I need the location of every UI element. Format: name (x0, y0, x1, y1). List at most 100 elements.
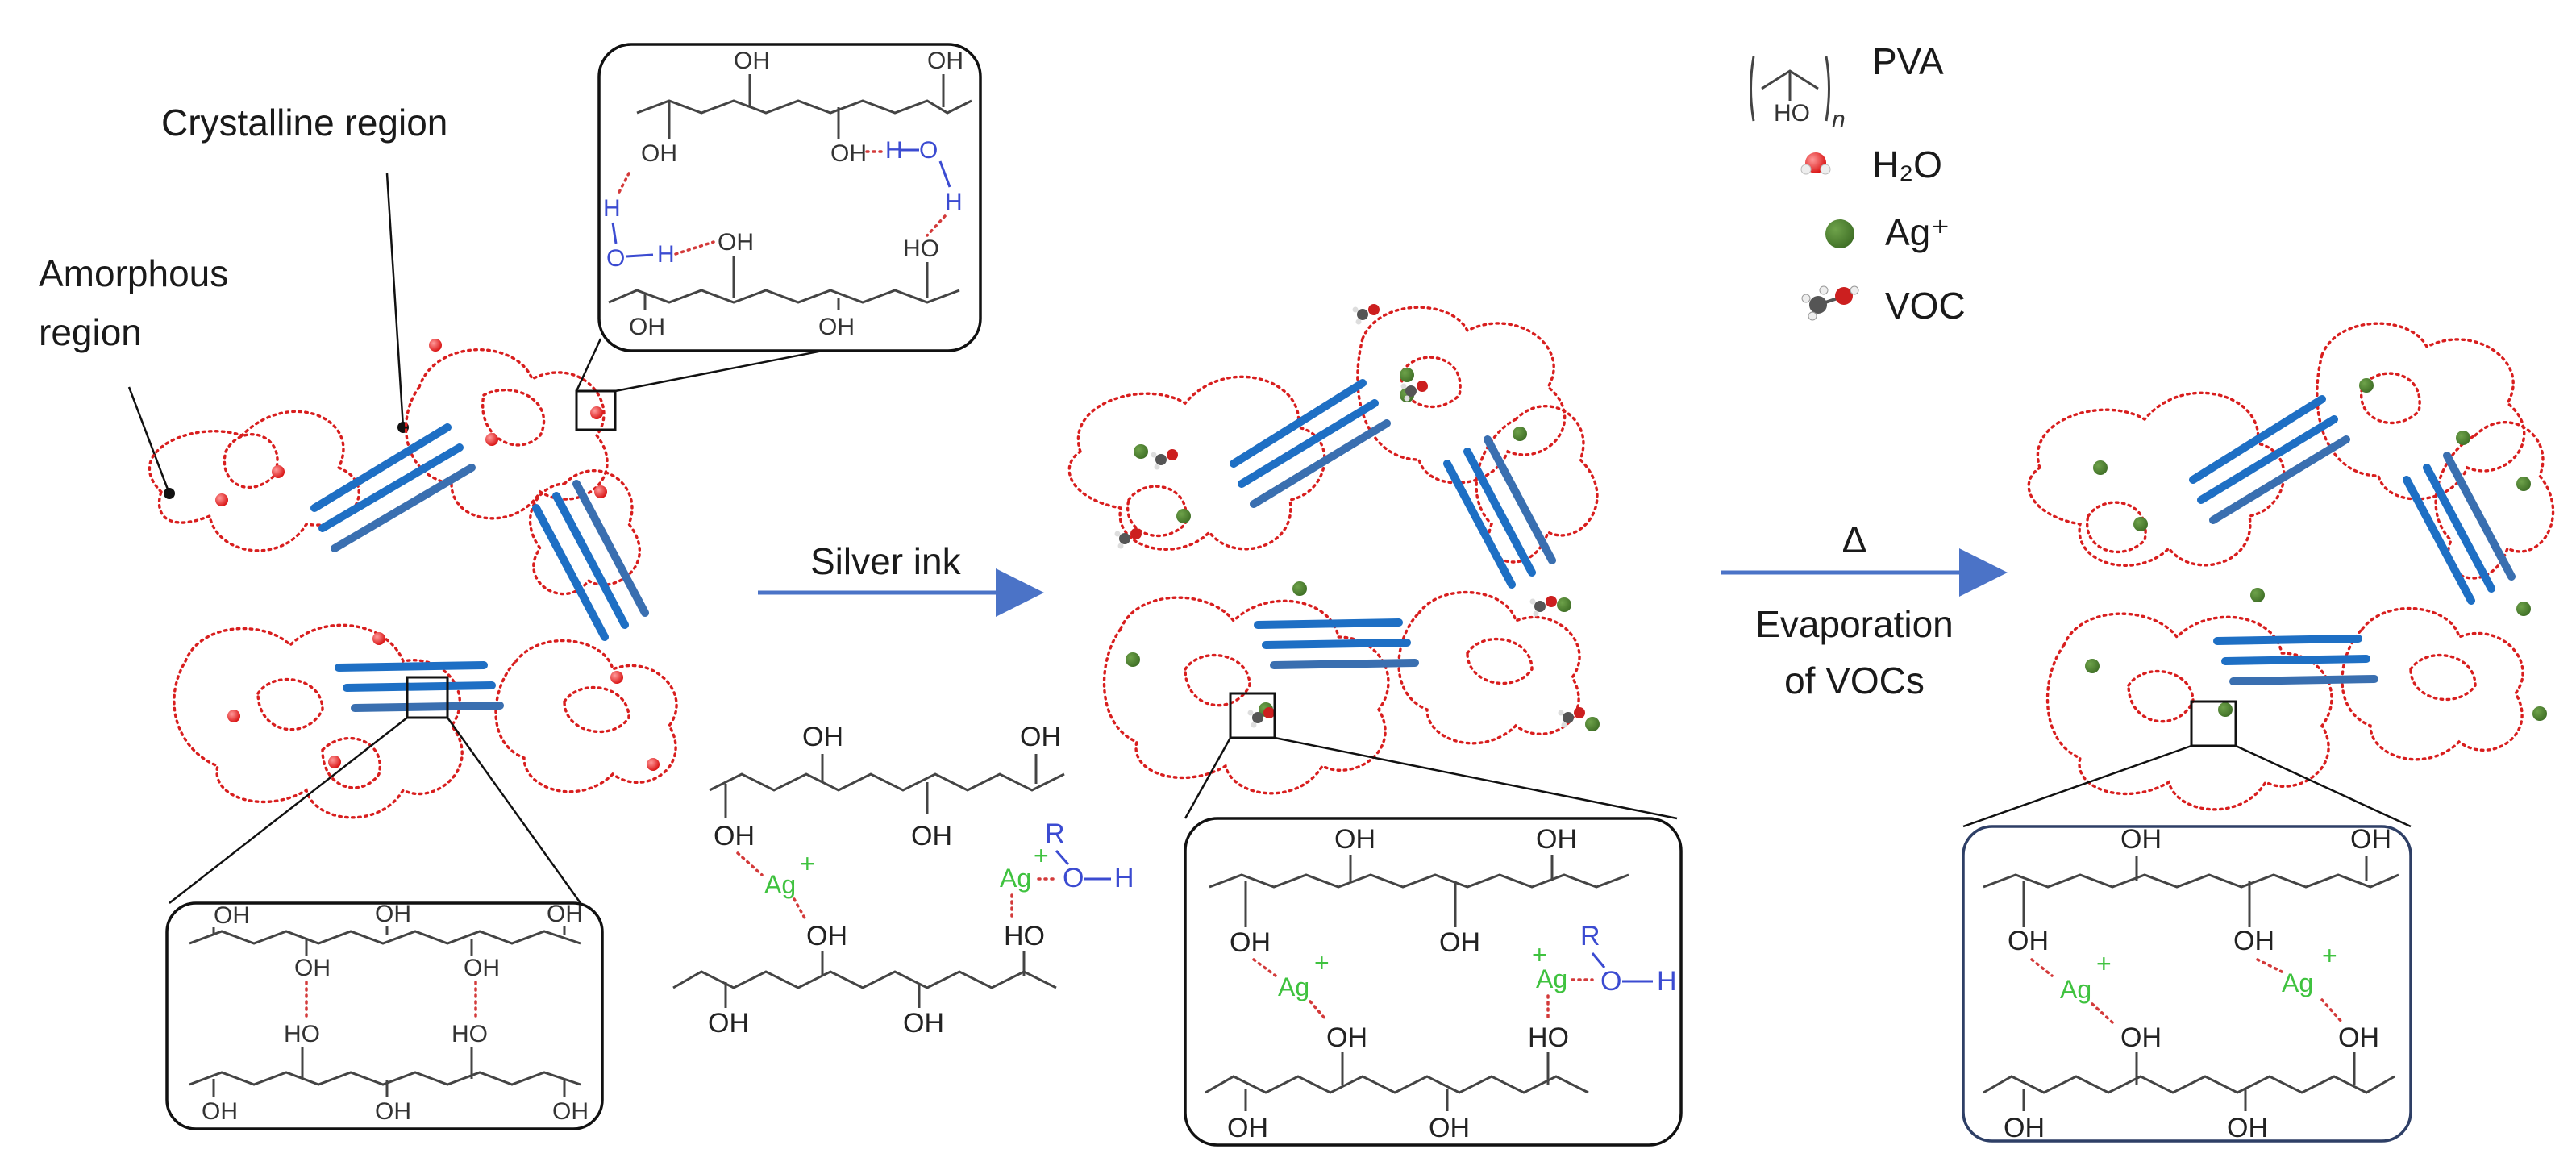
zoom-line-bottom-b (446, 717, 582, 904)
zoom-box-amorphous (575, 389, 617, 431)
polymer-network-silver-ink (1067, 304, 1678, 820)
voc-molecule-icon (1801, 285, 1859, 321)
inset2-oh-8: OH (202, 1098, 238, 1125)
struct-oh-g: OH (708, 1008, 749, 1039)
inset4-oh-c: OH (2008, 926, 2049, 956)
pva-subscript-n: n (1832, 106, 1846, 133)
zoom-line-bottom-a (169, 717, 408, 904)
inset4-oh-a: OH (2120, 824, 2162, 855)
legend: HO n PVA H₂O Ag⁺ VOC (1750, 40, 1966, 327)
inset2-ho-6: HO (284, 1021, 320, 1047)
pva-ho-text: HO (1774, 100, 1810, 127)
inset3-voc-r: R (1580, 921, 1600, 951)
struct-oh-a: OH (802, 722, 843, 752)
amorphous-coils (2027, 322, 2555, 811)
inset1-oh-g: OH (629, 314, 665, 340)
struct-ag-right: Ag (1000, 864, 1031, 893)
inset2-oh-4: OH (294, 955, 331, 981)
inset1-water-o-top: O (919, 137, 938, 164)
zoom-box-silver (1229, 692, 1276, 739)
legend-water-label: H₂O (1872, 144, 1942, 185)
inset3-voc-h: H (1657, 966, 1677, 997)
crystalline-lamellae (2189, 395, 2516, 685)
inset-water-bridging: OH OH OH OH H O H H O H OH HO OH OH (597, 43, 982, 352)
zoom-line-right-a (1962, 744, 2192, 828)
crystalline-lamellae (1230, 379, 1556, 669)
water-molecules (215, 339, 660, 771)
inset1-oh-d: OH (927, 48, 963, 74)
struct-ag-left: Ag (764, 870, 796, 899)
evaporation-label-line1: Evaporation (1755, 603, 1954, 645)
struct-oh-h: OH (903, 1008, 944, 1039)
inset1-oh-c: OH (830, 140, 867, 167)
zoom-line-right-b (2235, 744, 2412, 828)
inset3-ag-right-charge: + (1532, 940, 1547, 969)
inset3-oh-b: OH (1536, 824, 1577, 855)
silver-ions (1126, 368, 1600, 731)
inset1-water-h-left: H (603, 195, 621, 222)
inset2-ho-7: HO (452, 1021, 488, 1047)
inset3-oh-c: OH (1230, 927, 1271, 958)
silver-ions (2085, 378, 2547, 721)
legend-voc-label: VOC (1885, 285, 1966, 327)
inset1-water-h-right: H (945, 189, 963, 215)
inset1-water-h-bottom: H (657, 241, 675, 268)
inset-silver-final: OH OH OH OH Ag + Ag + OH OH OH OH (1962, 824, 2412, 1143)
inset3-oh-g: OH (1227, 1113, 1268, 1143)
legend-silver-ion: Ag⁺ (1825, 211, 1950, 253)
inset-crystal-frame (165, 901, 604, 1130)
struct-oh-d: OH (911, 821, 952, 851)
inset2-oh-10: OH (552, 1098, 589, 1125)
crystalline-lamellae (310, 423, 649, 712)
inset4-ag-left-charge: + (2096, 949, 2112, 978)
inset3-ag-left: Ag (1278, 972, 1309, 1001)
struct-voc-h: H (1114, 863, 1134, 893)
inset2-oh-5: OH (464, 955, 500, 981)
amorphous-label-line1: Amorphous (39, 252, 228, 294)
inset4-oh-d: OH (2233, 926, 2274, 956)
inset4-ag-right: Ag (2282, 968, 2313, 997)
inset2-oh-3: OH (547, 901, 583, 927)
legend-pva: HO n PVA (1750, 40, 1944, 133)
crystalline-region-label: Crystalline region (161, 102, 447, 144)
inset3-oh-d: OH (1439, 927, 1480, 958)
struct-oh-b: OH (1020, 722, 1061, 752)
silver-coordination-structure: OH OH OH OH Ag + Ag + O R H OH HO OH OH (672, 722, 1134, 1039)
inset4-ag-right-charge: + (2322, 941, 2337, 970)
inset3-oh-h: OH (1429, 1113, 1470, 1143)
legend-pva-label: PVA (1872, 40, 1944, 82)
voc-molecules (1114, 304, 1585, 728)
green-dot-icon (1825, 219, 1854, 248)
struct-ag-right-charge: + (1034, 841, 1049, 870)
inset1-water-o-left: O (606, 245, 625, 272)
legend-water: H₂O (1800, 144, 1942, 185)
inset4-oh-b: OH (2350, 824, 2391, 855)
amorphous-leader-line (127, 386, 171, 494)
inset-silver-final-frame (1962, 825, 2412, 1143)
struct-ag-left-charge: + (800, 849, 815, 878)
silver-ink-label: Silver ink (810, 540, 962, 582)
zoom-box-final (2190, 700, 2237, 747)
struct-voc-r: R (1045, 818, 1065, 849)
struct-oh-c: OH (714, 821, 755, 851)
zoom-line-mid-a (1184, 737, 1232, 819)
inset4-ag-left: Ag (2060, 975, 2091, 1004)
polymer-network-initial (148, 321, 968, 904)
inset-silver-voc: OH OH OH OH Ag + OH Ag + O R H HO OH OH (1184, 817, 1683, 1147)
inset2-oh-9: OH (375, 1098, 411, 1125)
amorphous-coils (148, 348, 678, 819)
inset4-oh-h: OH (2227, 1113, 2268, 1143)
inset2-oh-2: OH (375, 901, 411, 927)
amorphous-label-line2: region (39, 311, 142, 353)
inset4-oh-e: OH (2120, 1022, 2162, 1053)
inset-crystalline-hbond: OH OH OH OH OH HO HO OH OH OH (165, 901, 604, 1130)
inset3-oh-e: OH (1326, 1022, 1367, 1053)
struct-voc-o: O (1063, 863, 1084, 893)
inset4-oh-f: OH (2338, 1022, 2379, 1053)
zoom-box-crystalline (406, 676, 449, 719)
amorphous-leader-dot (164, 488, 175, 499)
inset1-ho-f: HO (903, 235, 939, 262)
zoom-line-mid-b (1274, 736, 1678, 820)
inset-silver-voc-frame (1184, 817, 1683, 1147)
